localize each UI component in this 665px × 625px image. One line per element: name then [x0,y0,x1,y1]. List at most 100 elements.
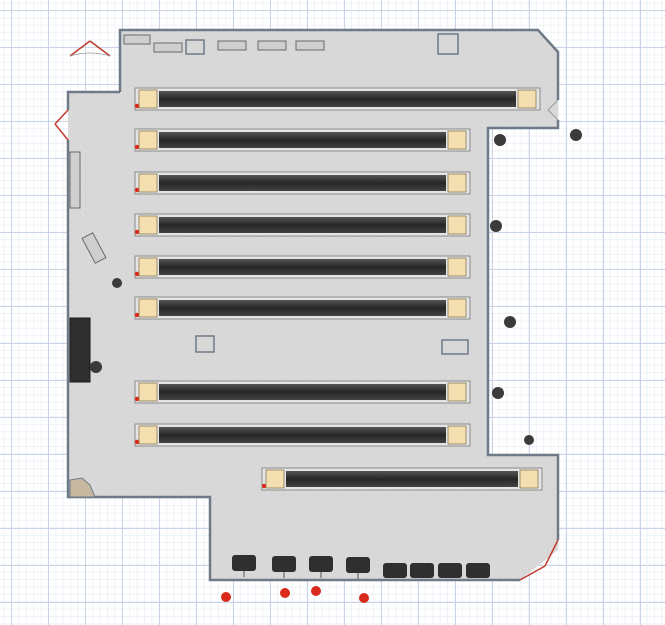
lane-marker-red [134,312,140,318]
bench [257,40,287,51]
table-stool [383,563,407,578]
booth-seat [232,555,256,577]
walls [66,28,560,582]
front-desk-counter [69,317,91,383]
pin-deck-left [138,298,158,318]
person-icon [280,588,290,598]
lane-marker-red [134,271,140,277]
lane-marker-red [134,187,140,193]
booth-seat-cushion [232,555,256,571]
column [437,33,459,55]
pin-deck-right [447,173,467,193]
person-icon [112,278,122,288]
lane-marker-red [134,144,140,150]
pin-deck-left [138,130,158,150]
lane-marker-red [134,396,140,402]
booth-seat-cushion [346,557,370,573]
person-icon [494,134,506,146]
person-icon [524,435,534,445]
person-icon [492,387,504,399]
lane-marker-red [134,103,140,109]
column [195,335,215,353]
pin-deck-left [138,89,158,109]
people-outside-bottom [221,586,369,603]
bowling-lane[interactable] [134,423,471,447]
bench [153,42,183,53]
lane-surface [159,259,446,275]
corner-cabinet [69,477,96,498]
lane-surface [159,217,446,233]
pin-deck-left [138,215,158,235]
person-icon [359,593,369,603]
bowling-lane[interactable] [134,128,471,152]
lane-surface [159,132,446,148]
top-benches [123,34,325,53]
lane-marker-red [134,439,140,445]
bench [295,40,325,51]
bowling-lanes [134,87,543,491]
person-icon [90,361,102,373]
front-desk [69,278,122,383]
pin-deck-right [517,89,537,109]
bowling-lane[interactable] [134,213,471,237]
pin-deck-left [138,425,158,445]
lane-surface [159,427,446,443]
bowling-lane[interactable] [134,87,541,111]
pin-deck-right [447,425,467,445]
bowling-lane[interactable] [134,171,471,195]
lane-surface [286,471,518,487]
table-stools [383,563,490,578]
booth-seat [309,556,333,578]
bench [123,34,151,45]
people-outside-right [490,129,582,445]
lane-marker-red [134,229,140,235]
table-stool [410,563,434,578]
pin-deck-right [447,130,467,150]
bowling-lane[interactable] [261,467,543,491]
wall-left-top [66,90,120,110]
lane-surface [159,175,446,191]
door-left[interactable] [54,109,69,141]
bench [81,232,107,264]
left-benches [69,151,107,264]
pin-deck-left [265,469,285,489]
pin-deck-right [447,215,467,235]
doors [54,40,559,581]
person-icon [221,592,231,602]
person-icon [570,129,582,141]
booth-seats [232,555,370,579]
pin-deck-left [138,382,158,402]
bowling-lane[interactable] [134,380,471,404]
booth-seat [346,557,370,579]
person-icon [311,586,321,596]
door-right[interactable] [547,99,559,121]
lane-marker-red [261,483,267,489]
wall-top [118,28,560,100]
booth-seat [272,556,296,578]
column [441,339,469,355]
wall-bottom [66,140,520,582]
lane-surface [159,384,446,400]
door-bottom-right[interactable] [519,539,559,581]
pin-deck-left [138,173,158,193]
column [185,39,205,55]
columns [185,33,469,355]
person-icon [504,316,516,328]
lane-surface [159,91,516,107]
person-icon [490,220,502,232]
door-top-left[interactable] [69,40,111,57]
booth-seat-cushion [309,556,333,572]
bowling-lane[interactable] [134,255,471,279]
pin-deck-right [519,469,539,489]
wall-right-upper [486,120,560,540]
booth-seat-cushion [272,556,296,572]
pin-deck-right [447,298,467,318]
table-stool [438,563,462,578]
lane-surface [159,300,446,316]
pin-deck-right [447,257,467,277]
pin-deck-left [138,257,158,277]
bench [69,151,81,209]
bowling-lane[interactable] [134,296,471,320]
